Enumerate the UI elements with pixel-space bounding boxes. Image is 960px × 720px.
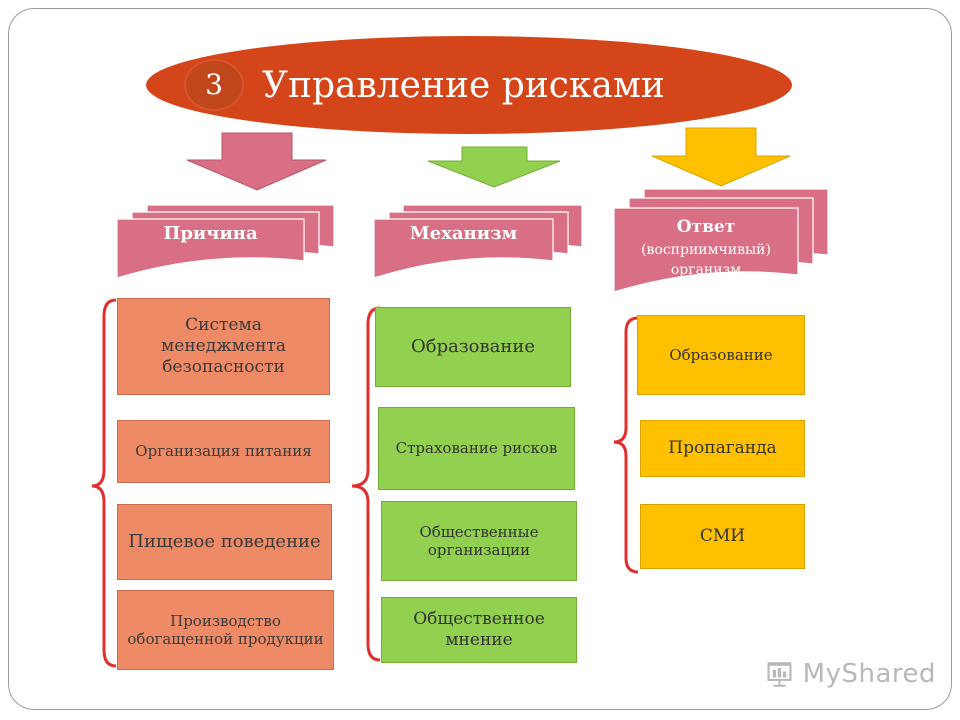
header-label-mechanism: Механизм [409, 223, 518, 244]
cause-box-safety-management: Система менеджмента безопасности [117, 298, 330, 395]
brace-mechanism [351, 306, 381, 662]
watermark-text: MyShared [802, 659, 936, 689]
mechanism-box-education: Образование [375, 307, 571, 387]
diagram-title: Управление рисками [262, 65, 665, 106]
response-box-media: СМИ [640, 504, 805, 569]
header-stack-response [613, 188, 829, 293]
arrow-down-pink [186, 132, 327, 191]
cause-box-nutrition-organization: Организация питания [117, 420, 330, 483]
slide-number-badge: 3 [186, 61, 242, 109]
response-box-propaganda: Пропаганда [640, 420, 805, 477]
header-stack-cause [116, 204, 335, 279]
cause-box-fortified-production: Производство обогащенной продукции [117, 590, 334, 670]
arrow-down-green [427, 146, 561, 188]
brace-cause [91, 298, 117, 668]
header-sublabel-response: (восприимчивый) организм [641, 242, 771, 278]
title-ellipse [146, 36, 792, 134]
response-box-education: Образование [637, 315, 805, 395]
cause-box-eating-behavior: Пищевое поведение [117, 504, 332, 580]
header-stack-mechanism [373, 204, 583, 279]
header-label-response: Ответ [676, 217, 736, 237]
mechanism-box-public-opinion: Общественное мнение [381, 597, 577, 663]
slide-frame [8, 8, 952, 710]
arrow-down-yellow [651, 127, 791, 187]
mechanism-box-public-organizations: Общественные организации [381, 501, 577, 581]
myshared-logo: MyShared [766, 654, 936, 694]
presentation-screen-icon [767, 662, 792, 687]
brace-response [613, 316, 639, 574]
mechanism-box-risk-insurance: Страхование рисков [378, 407, 575, 490]
header-label-cause: Причина [163, 223, 258, 244]
